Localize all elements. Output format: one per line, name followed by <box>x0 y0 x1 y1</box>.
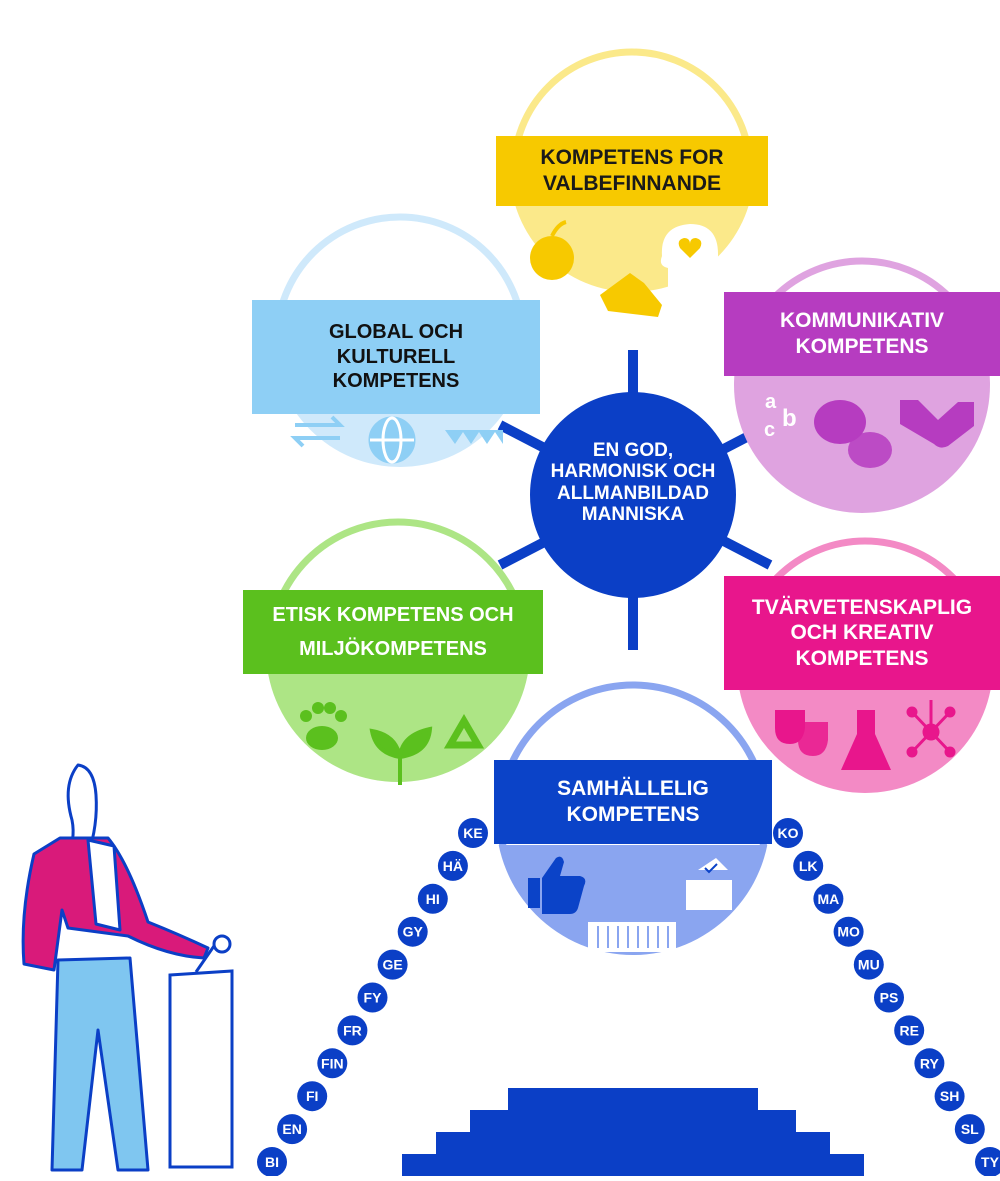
subject-right-label: LK <box>799 858 818 874</box>
subject-left-label: GY <box>403 924 424 940</box>
subject-right-badge <box>954 1114 985 1145</box>
globe-icon <box>368 416 416 464</box>
subject-right-badge <box>874 982 904 1013</box>
subject-right-label: MU <box>858 957 880 973</box>
theatre-masks-icon <box>775 710 828 756</box>
figure-pants <box>50 956 150 1172</box>
subject-right-label: MA <box>818 891 840 907</box>
wellbeing-label: KOMPETENS FOR VALBEFINNANDE <box>496 136 768 206</box>
svg-text:a: a <box>765 391 777 413</box>
subject-left-badge <box>257 1147 287 1177</box>
society-label: SAMHÄLLELIG KOMPETENS <box>494 760 772 844</box>
subject-right-label: SH <box>940 1088 959 1104</box>
center-hub <box>530 392 736 598</box>
building-icon <box>588 922 676 952</box>
lectern <box>168 945 234 1169</box>
arrows-icon <box>290 415 345 448</box>
presenter-figure <box>21 763 232 1172</box>
center-label: EN GOD, HARMONISK OCH ALLMANBILDAD MANNI… <box>550 440 716 525</box>
subject-left-badge <box>397 916 428 947</box>
subject-right-badge <box>894 1015 925 1046</box>
subject-right-label: PS <box>880 990 899 1006</box>
subject-left-label: FIN <box>321 1055 344 1071</box>
steps <box>402 1088 864 1176</box>
subject-left-badge <box>317 1048 348 1079</box>
global-label: GLOBAL OCH KULTURELL KOMPETENS <box>252 300 540 414</box>
subject-right-label: SL <box>961 1121 979 1137</box>
subject-left-label: HÄ <box>443 858 463 874</box>
recycle-icon <box>443 714 485 749</box>
figure-shirt <box>86 838 122 932</box>
abc-icon: a c b <box>764 391 797 441</box>
subject-right-badge <box>853 949 884 980</box>
subject-left-badge <box>297 1081 328 1112</box>
subject-left-label: FR <box>343 1022 362 1038</box>
subject-left-label: GE <box>382 957 402 973</box>
subject-left-label: BI <box>265 1154 279 1170</box>
subject-right-badge <box>934 1081 965 1112</box>
subject-left-label: KE <box>463 825 482 841</box>
subject-left-badge <box>277 1114 308 1145</box>
subject-right-badge <box>833 916 864 947</box>
head-heart-icon <box>660 224 718 290</box>
paw-icon <box>300 702 347 750</box>
ethics-label: ETISK KOMPETENS OCH MILJÖKOMPETENS <box>243 590 543 674</box>
subject-left-badge <box>437 850 468 881</box>
subject-right-label: RE <box>899 1022 918 1038</box>
subject-right-label: RY <box>920 1055 940 1071</box>
svg-text:b: b <box>782 405 797 432</box>
subject-right-badge <box>975 1147 1000 1177</box>
creative-label: TVÄRVETENSKAPLIG OCH KREATIV KOMPETENS <box>724 576 1000 690</box>
subject-left-badge <box>417 883 448 914</box>
apple-icon <box>530 220 574 280</box>
subject-left-label: FY <box>364 990 383 1006</box>
subject-left-label: HI <box>426 891 440 907</box>
bunting-icon <box>445 430 503 444</box>
subject-left-badge <box>357 982 388 1013</box>
thumbs-up-icon <box>528 856 586 914</box>
subject-right-badge <box>914 1048 945 1079</box>
flask-icon <box>841 710 891 770</box>
figure-hand <box>212 934 232 954</box>
subject-left-badge <box>377 949 408 980</box>
subject-right-badge <box>793 850 824 881</box>
subject-right-label: TY <box>981 1154 1000 1170</box>
sneaker-icon <box>600 273 662 317</box>
ballot-box-icon <box>686 858 732 910</box>
subject-right-badge <box>773 818 803 848</box>
subject-left-badge <box>458 818 488 848</box>
sprout-icon <box>369 726 433 785</box>
subject-left-label: EN <box>282 1121 301 1137</box>
communicative-label: KOMMUNIKATIV KOMPETENS <box>724 292 1000 376</box>
subject-right-label: KO <box>778 825 799 841</box>
handshake-icon <box>900 400 974 448</box>
subject-left-label: FI <box>306 1088 318 1104</box>
svg-text:c: c <box>764 419 775 441</box>
speech-bubbles-icon <box>814 400 892 468</box>
subject-left-badge <box>337 1015 368 1046</box>
subject-right-label: MO <box>837 924 860 940</box>
subject-right-badge <box>813 883 844 914</box>
network-icon <box>906 700 956 758</box>
